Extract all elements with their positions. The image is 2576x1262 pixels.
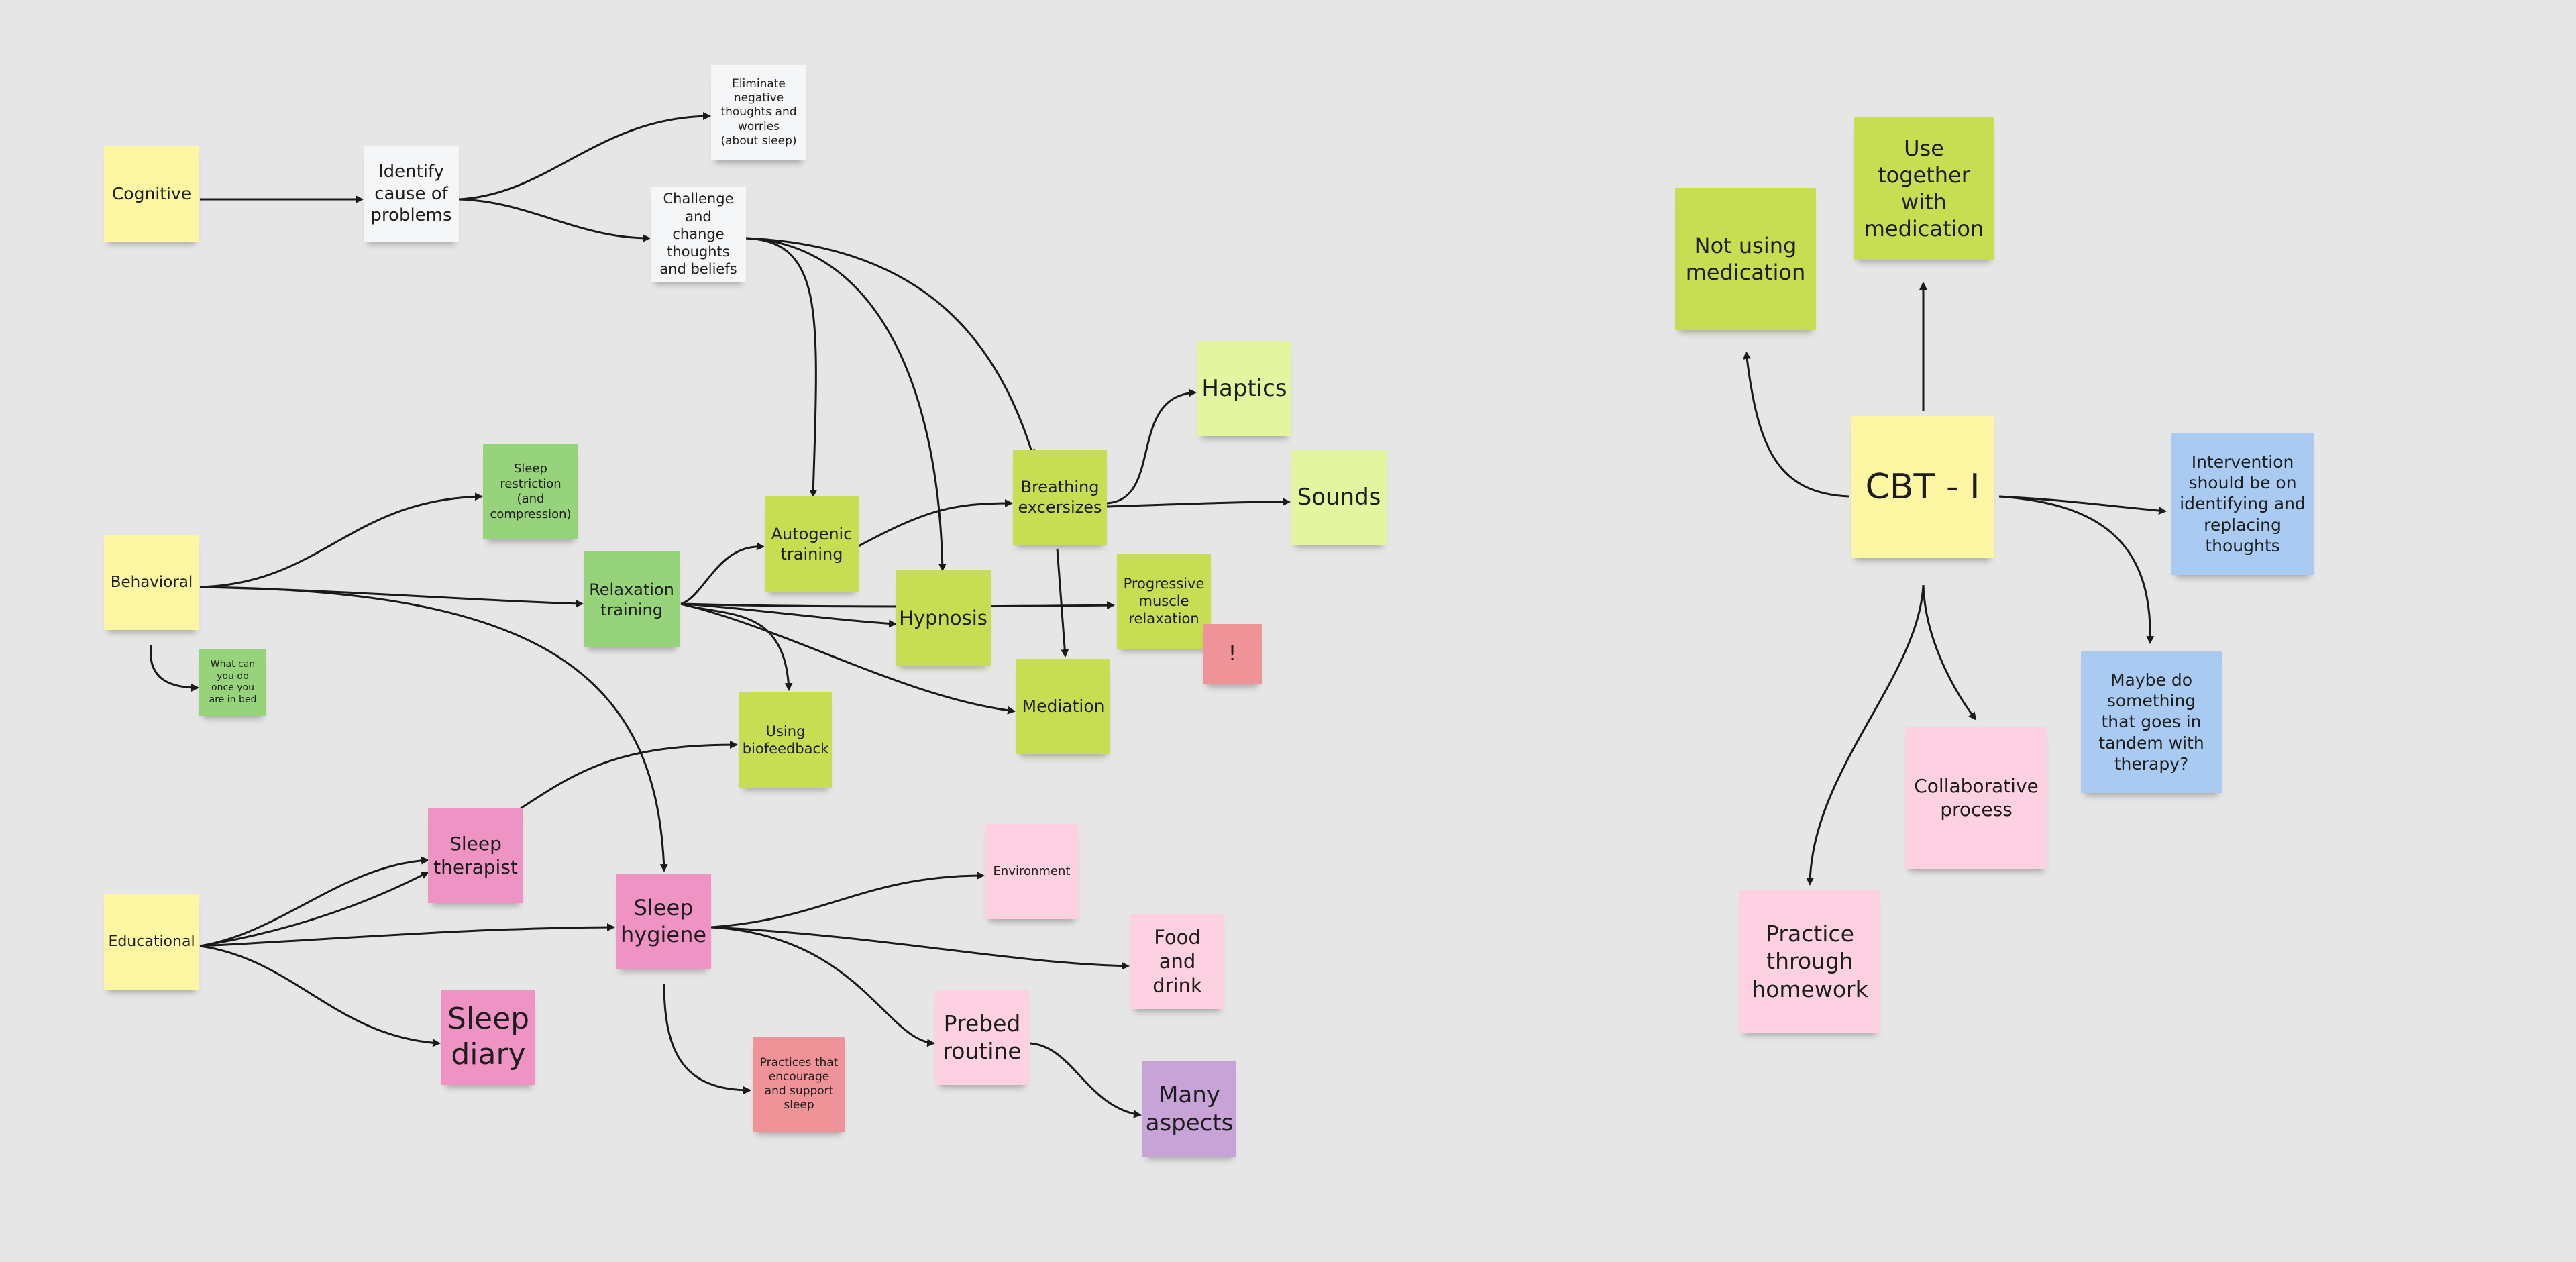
note-sounds[interactable]: Sounds — [1291, 450, 1387, 545]
note-educational[interactable]: Educational — [104, 894, 199, 990]
note-cbt-i[interactable]: CBT - I — [1851, 416, 1994, 558]
connector — [199, 945, 441, 1047]
connector — [458, 112, 711, 201]
connector — [1998, 495, 2167, 515]
connector — [680, 602, 1016, 715]
connector — [199, 492, 483, 588]
note-eliminate-negative-thoughts[interactable]: Eliminate negative thoughts and worries … — [711, 65, 806, 160]
note-autogenic-training[interactable]: Autogenic training — [765, 496, 859, 592]
note-practices-encourage-sleep[interactable]: Practices that encourage and support sle… — [753, 1037, 845, 1132]
note-using-biofeedback[interactable]: Using biofeedback — [739, 692, 832, 788]
connector — [1922, 584, 1977, 721]
note-what-can-you-do[interactable]: What can you do once you are in bed — [199, 649, 266, 716]
note-maybe-tandem-therapy[interactable]: Maybe do something that goes in tandem w… — [2081, 651, 2222, 793]
connector — [710, 872, 985, 929]
note-hypnosis[interactable]: Hypnosis — [896, 570, 991, 666]
note-prebed-routine[interactable]: Prebed routine — [935, 990, 1029, 1085]
note-progressive-muscle-relaxation[interactable]: Progressive muscle relaxation — [1117, 554, 1211, 649]
note-use-together-medication[interactable]: Use together with medication — [1854, 117, 1994, 260]
connector — [149, 645, 199, 692]
connector — [710, 926, 935, 1047]
note-relaxation-training[interactable]: Relaxation training — [584, 551, 680, 647]
note-mediation[interactable]: Mediation — [1016, 659, 1110, 754]
note-sleep-diary[interactable]: Sleep diary — [441, 990, 535, 1085]
note-identify-cause[interactable]: Identify cause of problems — [364, 146, 459, 242]
note-sleep-hygiene[interactable]: Sleep hygiene — [616, 874, 711, 969]
connector — [1743, 351, 1849, 498]
connector — [680, 542, 765, 605]
note-intervention-thoughts[interactable]: Intervention should be on identifying an… — [2171, 433, 2314, 575]
connector — [680, 602, 897, 628]
connector — [199, 586, 668, 872]
connector — [1056, 548, 1069, 658]
connector — [1806, 584, 1925, 886]
connector — [1106, 498, 1291, 508]
note-behavioral[interactable]: Behavioral — [104, 535, 199, 630]
connector — [745, 237, 947, 572]
connector — [710, 926, 1130, 970]
connector — [199, 871, 429, 947]
connector — [1030, 1042, 1142, 1118]
note-sleep-therapist[interactable]: Sleep therapist — [428, 808, 523, 903]
connector — [199, 923, 615, 947]
connector — [1998, 495, 2155, 644]
connector — [745, 237, 1035, 458]
connector — [680, 602, 793, 691]
note-practice-through-homework[interactable]: Practice through homework — [1739, 890, 1880, 1033]
note-exclamation[interactable]: ! — [1203, 624, 1262, 684]
note-environment[interactable]: Environment — [985, 824, 1079, 919]
note-collaborative-process[interactable]: Collaborative process — [1905, 727, 2047, 869]
connector — [199, 856, 429, 947]
connector — [663, 983, 751, 1094]
note-food-and-drink[interactable]: Food and drink — [1130, 914, 1224, 1009]
note-not-using-medication[interactable]: Not using medication — [1675, 188, 1816, 330]
connector — [458, 198, 651, 242]
note-breathing-exercises[interactable]: Breathing excersizes — [1013, 450, 1107, 545]
connector — [1106, 388, 1197, 505]
connector — [857, 499, 1013, 548]
connector — [520, 741, 738, 810]
note-haptics[interactable]: Haptics — [1197, 341, 1291, 436]
connector — [745, 237, 818, 498]
note-sleep-restriction[interactable]: Sleep restriction (and compression) — [483, 444, 578, 539]
note-challenge-thoughts[interactable]: Challenge and change thoughts and belief… — [651, 187, 746, 282]
connector — [680, 601, 1115, 610]
note-cognitive[interactable]: Cognitive — [104, 146, 199, 242]
note-many-aspects[interactable]: Many aspects — [1142, 1061, 1236, 1157]
